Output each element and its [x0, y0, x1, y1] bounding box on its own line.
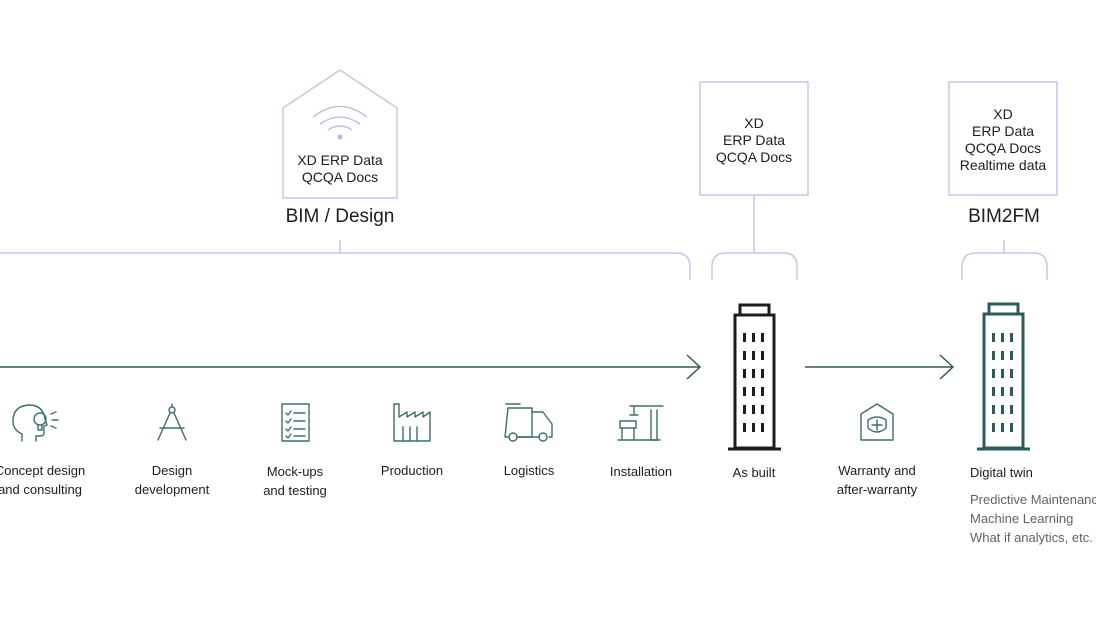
bim2fm-bracket [961, 240, 1048, 280]
step-label-design-development: Design development [134, 463, 210, 497]
step-label-production: Production [380, 463, 444, 478]
factory-icon [393, 403, 431, 442]
feature-item: Machine Learning [970, 511, 1074, 526]
as-built-building-icon [728, 303, 781, 451]
wifi-icon [312, 105, 368, 140]
step-label-as-built: As built [732, 465, 776, 480]
shield-plus-icon [860, 403, 894, 441]
bim-design-bracket [0, 240, 691, 280]
step-label-warranty: Warranty and after-warranty [836, 463, 918, 497]
truck-icon [504, 403, 553, 442]
step-label-digital-twin: Digital twin [970, 465, 1033, 480]
bim2fm-box-text: XD ERP Data QCQA Docs Realtime data [959, 106, 1047, 173]
bim2fm-data-box [948, 81, 1058, 196]
lightbulb-head-icon [12, 404, 59, 442]
as-built-bracket [711, 195, 798, 280]
step-label-concept-design: Concept design and consulting [0, 463, 86, 497]
step-label-logistics: Logistics [503, 463, 555, 478]
bim-design-box-text: XD ERP Data QCQA Docs [297, 152, 383, 185]
digital-twin-feature-list: Predictive Maintenance Machine Learning … [970, 490, 1096, 547]
crane-icon [617, 405, 664, 441]
main-flow-arrow [0, 354, 702, 380]
feature-item: Predictive Maintenance [970, 492, 1096, 507]
feature-item: What if analytics, etc. [970, 530, 1093, 545]
bim-design-label: BIM / Design [285, 206, 395, 227]
step-label-mockups: Mock-ups and testing [263, 464, 327, 498]
as-built-box-text: XD ERP Data QCQA Docs [715, 115, 793, 165]
compass-icon [157, 403, 187, 441]
digital-twin-building-icon [977, 302, 1030, 451]
checklist-icon [281, 403, 310, 442]
bim-design-house-shape [282, 69, 398, 199]
warranty-flow-arrow [805, 354, 955, 380]
step-label-installation: Installation [609, 464, 673, 479]
bim2fm-label: BIM2FM [968, 206, 1040, 227]
